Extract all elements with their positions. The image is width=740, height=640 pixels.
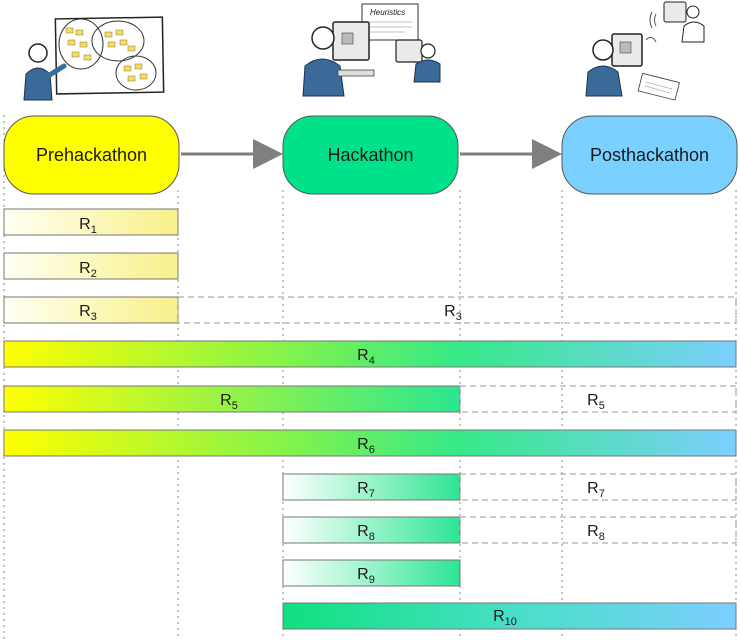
computer-heuristics-illustration: Heuristics (302, 3, 441, 97)
requirement-r6: R6 (3, 429, 737, 457)
phase-prehackathon: Prehackathon (3, 115, 180, 195)
r8-bar (282, 516, 461, 544)
phase-posthackathon: Posthackathon (561, 115, 738, 195)
r8-dashed-extension (459, 516, 737, 544)
r1-label: R1 (79, 216, 97, 236)
r9-bar (282, 559, 461, 587)
r1-bar (3, 208, 179, 236)
r5-label: R5 (220, 392, 238, 412)
r5-dashed-extension (459, 385, 737, 413)
phase-prehackathon-label: Prehackathon (36, 145, 147, 165)
phase-hackathon: Hackathon (282, 115, 459, 195)
requirement-r10: R10 (282, 602, 737, 630)
r4-label: R4 (357, 347, 375, 367)
r3-label: R3 (79, 303, 97, 323)
whiteboard-illustration (23, 16, 165, 101)
r5-extension-label: R5 (587, 392, 605, 412)
requirement-r1: R1 (3, 208, 179, 236)
requirement-r2: R2 (3, 252, 179, 280)
r3-dashed-extension (177, 296, 737, 324)
phase-hackathon-label: Hackathon (327, 145, 413, 165)
r7-dashed-extension (459, 473, 737, 501)
r3-extension-label: R3 (444, 303, 462, 323)
r7-label: R7 (357, 480, 375, 500)
requirement-r8: R8 R8 (282, 516, 737, 544)
r6-bar (3, 429, 737, 457)
r7-extension-label: R7 (587, 480, 605, 500)
r6-label: R6 (357, 436, 375, 456)
r2-bar (3, 252, 179, 280)
requirement-r4: R4 (3, 340, 737, 368)
r10-bar (282, 602, 737, 630)
r4-bar (3, 340, 737, 368)
r10-label: R10 (493, 608, 517, 628)
requirement-r5: R5 R5 (3, 385, 737, 413)
r5-bar (3, 385, 461, 413)
requirement-r9: R9 (282, 559, 461, 587)
requirement-r7: R7 R7 (282, 473, 737, 501)
remote-followup-illustration (585, 1, 705, 101)
heuristics-label: Heuristics (370, 8, 405, 17)
phase-posthackathon-label: Posthackathon (590, 145, 709, 165)
r2-label: R2 (79, 260, 97, 280)
requirement-r3: R3 R3 (3, 296, 737, 324)
r7-bar (282, 473, 461, 501)
r9-label: R9 (357, 566, 375, 586)
r8-extension-label: R8 (587, 523, 605, 543)
r8-label: R8 (357, 523, 375, 543)
